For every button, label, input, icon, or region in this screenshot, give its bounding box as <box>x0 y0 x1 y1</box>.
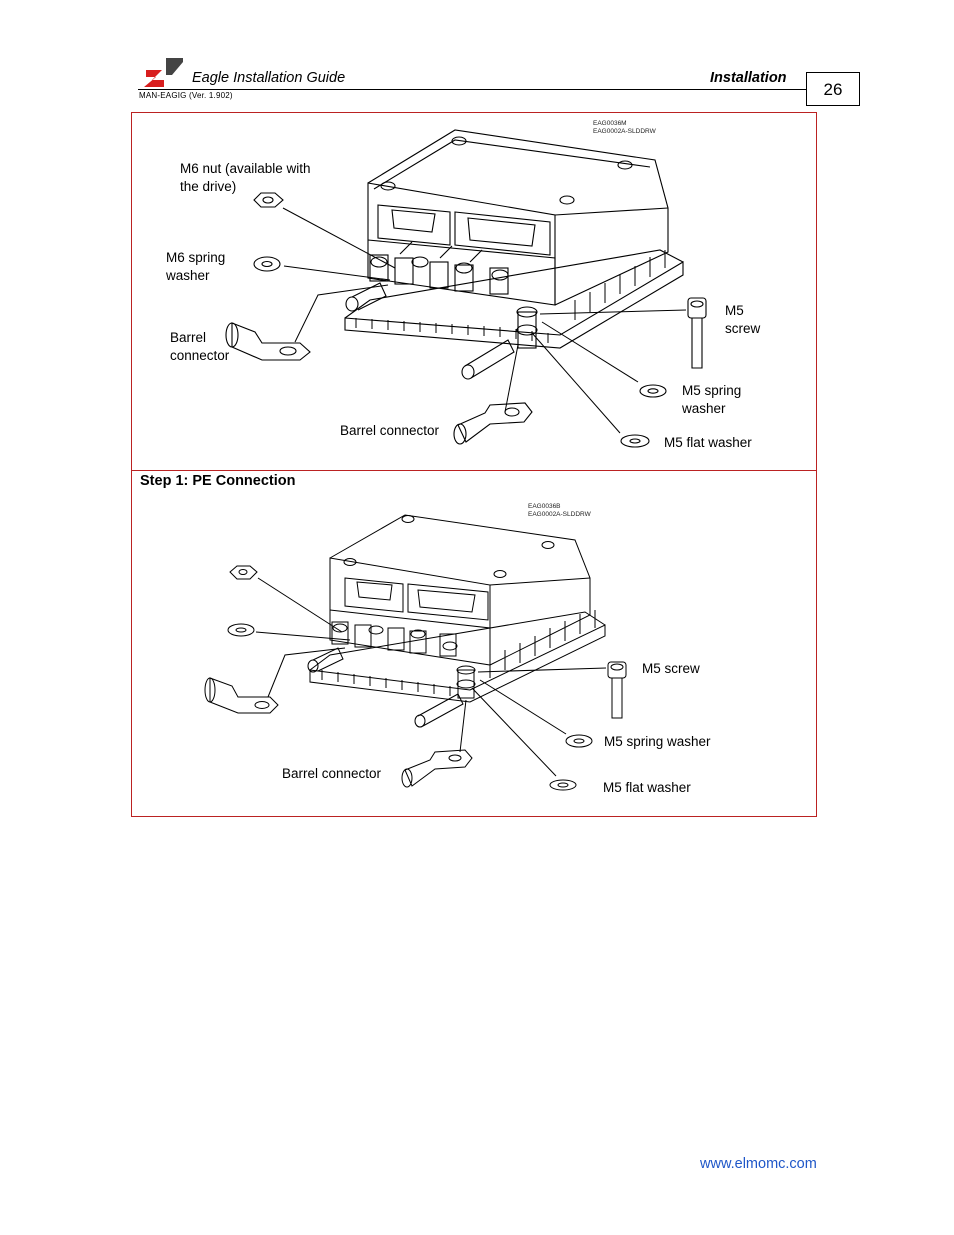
fig1-leaders <box>282 207 687 434</box>
label2-m5-screw: M5 screw <box>642 661 700 676</box>
label-m5-spring-line1: M5 spring <box>682 383 742 398</box>
fig1-drawing-id-line1: EAG0036M <box>593 120 627 127</box>
fig1-drawing-id-line2: EAG0002A-SLDDRW <box>593 128 656 135</box>
footer-website-link[interactable]: www.elmomc.com <box>700 1156 817 1172</box>
drive-drawing-2 <box>307 514 606 728</box>
label-m6-spring-washer: M6 spring washer <box>166 249 225 285</box>
label-m6-nut-line2: the drive) <box>180 179 237 194</box>
fig2-drawing-id-line1: EAG0036B <box>528 503 561 510</box>
label-m5-screw-line2: screw <box>725 321 761 336</box>
label-barrel-left-line2: connector <box>170 348 230 363</box>
label-m5-screw: M5 screw <box>725 302 760 338</box>
fig2-leaders <box>255 577 607 777</box>
section-title: Installation <box>710 70 787 86</box>
label2-barrel-connector: Barrel connector <box>282 766 382 781</box>
label-m6-nut: M6 nut (available with the drive) <box>180 160 311 196</box>
fig2-parts <box>204 565 627 791</box>
label-m6-nut-line1: M6 nut (available with <box>180 161 311 176</box>
label-m6-spring-line2: washer <box>166 268 210 283</box>
label-m5-screw-line1: M5 <box>725 303 744 318</box>
label-barrel-connector-left: Barrel connector <box>170 329 229 365</box>
step-title: Step 1: PE Connection <box>140 473 296 489</box>
fig2-drawing-id: EAG0036B EAG0002A-SLDDRW <box>528 503 591 519</box>
label-barrel-left-line1: Barrel <box>170 330 207 345</box>
label-barrel-connector-bottom: Barrel connector <box>340 423 440 438</box>
company-logo <box>144 58 183 87</box>
page-number: 26 <box>806 72 860 106</box>
label-m5-spring-line2: washer <box>682 401 726 416</box>
label2-m5-spring-washer: M5 spring washer <box>604 734 711 749</box>
label2-m5-flat-washer: M5 flat washer <box>603 780 691 795</box>
figure-divider <box>131 470 817 471</box>
fig2-drawing-id-line2: EAG0002A-SLDDRW <box>528 511 591 518</box>
fig1-parts <box>225 192 707 448</box>
document-title: Eagle Installation Guide <box>192 70 346 86</box>
figure-frame <box>131 112 817 817</box>
header-rule <box>138 89 806 90</box>
fig1-drawing-id: EAG0036M EAG0002A-SLDDRW <box>593 120 656 136</box>
label-m5-flat-washer: M5 flat washer <box>664 435 752 450</box>
label-m6-spring-line1: M6 spring <box>166 250 226 265</box>
document-id: MAN-EAGIG (Ver. 1.902) <box>139 91 233 100</box>
label-m5-spring-washer: M5 spring washer <box>682 382 741 418</box>
drive-drawing-1 <box>344 129 684 380</box>
